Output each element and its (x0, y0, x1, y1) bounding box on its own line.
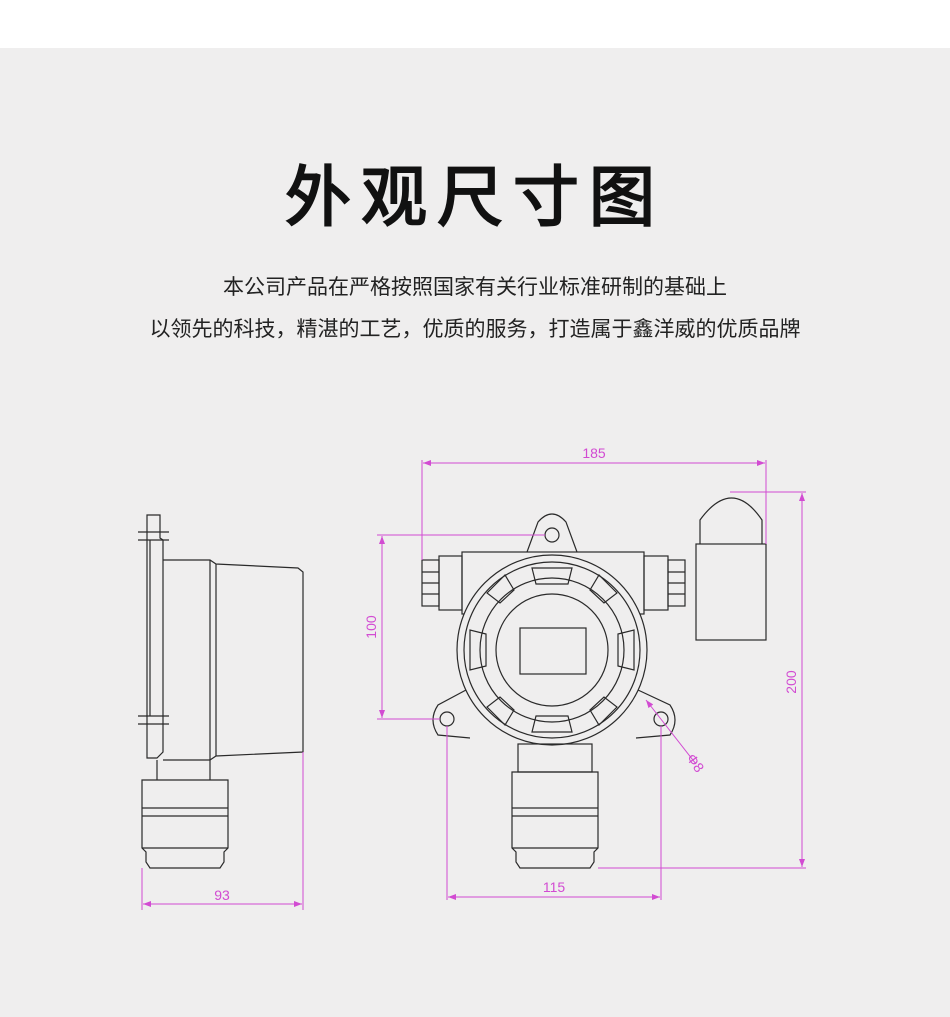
front-view (421, 497, 767, 869)
dim-front-width-label: 185 (582, 445, 606, 461)
dim-total-height (598, 491, 806, 869)
dim-hole-diameter-label: Φ8 (684, 751, 708, 776)
dim-side-width (141, 752, 304, 910)
dim-front-width (421, 460, 767, 560)
dim-side-width-label: 93 (214, 887, 230, 903)
dim-total-height-label: 200 (783, 670, 799, 694)
dim-hole-diameter (645, 699, 697, 765)
page-title: 外观尺寸图 (285, 159, 665, 236)
dim-hole-spacing (446, 726, 662, 900)
side-view (138, 514, 304, 869)
dim-front-height-label: 100 (363, 615, 379, 639)
dim-hole-spacing-label: 115 (543, 879, 566, 895)
dim-front-height (377, 534, 545, 720)
intro-line-1: 本公司产品在严格按照国家有关行业标准研制的基础上 (223, 275, 727, 299)
intro-line-2: 以领先的科技，精湛的工艺，优质的服务，打造属于鑫洋威的优质品牌 (149, 317, 801, 341)
